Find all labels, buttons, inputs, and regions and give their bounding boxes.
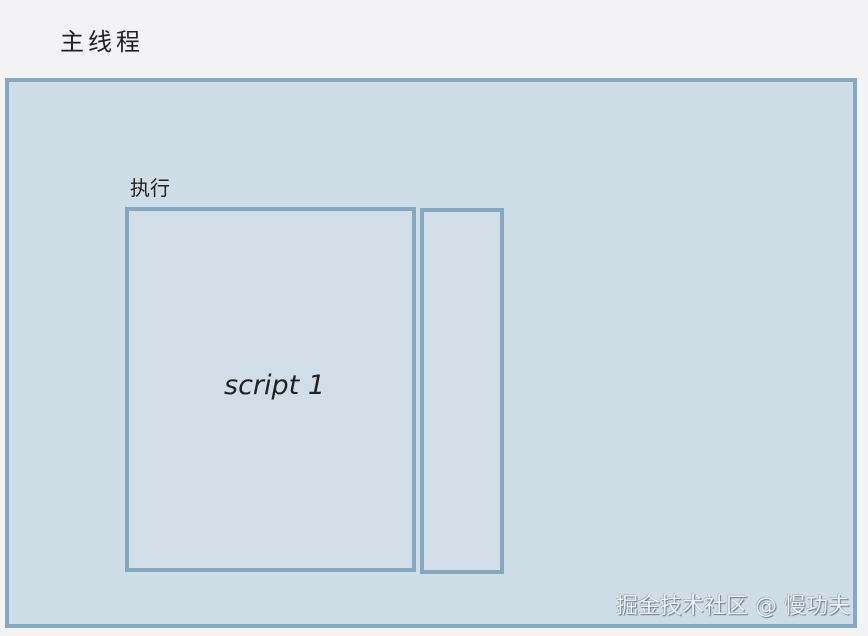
task-box-script-1 <box>125 207 416 572</box>
execution-label: 执行 <box>130 176 170 200</box>
main-thread-title: 主线程 <box>60 28 144 56</box>
task-label-script-1: script 1 <box>224 370 325 401</box>
watermark: 掘金技术社区 @ 慢功夫 <box>616 594 850 619</box>
task-box-empty <box>420 208 504 574</box>
